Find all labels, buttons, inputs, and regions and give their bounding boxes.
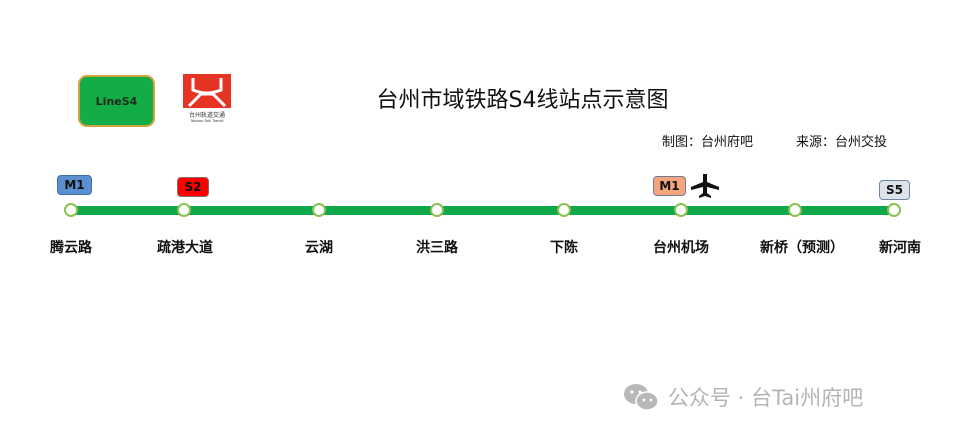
station-marker	[557, 203, 571, 217]
line-badge: LineS4	[78, 75, 155, 127]
logo-text-en: Taizhou Rail Transit	[190, 119, 224, 123]
station-label: 新河南	[879, 240, 921, 256]
watermark-text: 公众号 · 台Tai州府吧	[668, 386, 864, 410]
watermark: 公众号 · 台Tai州府吧	[622, 382, 863, 412]
taizhou-rail-logo: 台州轨道交通 Taizhou Rail Transit	[183, 74, 231, 124]
station-label: 疏港大道	[157, 240, 213, 256]
airplane-icon	[690, 172, 720, 204]
station-marker	[177, 203, 191, 217]
station-marker	[430, 203, 444, 217]
station-label: 腾云路	[50, 240, 92, 256]
credit-source: 来源：台州交投	[796, 135, 888, 150]
station-marker	[64, 203, 78, 217]
credit-map: 制图：台州府吧	[662, 135, 754, 150]
station-label: 洪三路	[416, 240, 458, 256]
transfer-badge-s5: S5	[879, 180, 910, 200]
logo-icon	[183, 74, 231, 108]
wechat-icon	[624, 384, 659, 411]
station-label: 台州机场	[653, 240, 709, 256]
station-marker	[674, 203, 688, 217]
station-marker	[312, 203, 326, 217]
transfer-badge-m1-airport: M1	[653, 176, 686, 196]
station-marker	[788, 203, 802, 217]
station-label: 云湖	[305, 240, 333, 256]
station-marker	[887, 203, 901, 217]
line-track	[71, 206, 894, 215]
transfer-badge-s2: S2	[177, 177, 209, 197]
station-label: 新桥（预测）	[760, 240, 844, 256]
logo-text: 台州轨道交通	[188, 112, 225, 119]
transfer-badge-m1: M1	[57, 175, 92, 195]
station-label: 下陈	[550, 240, 578, 256]
page-title: 台州市域铁路S4线站点示意图	[376, 88, 669, 113]
